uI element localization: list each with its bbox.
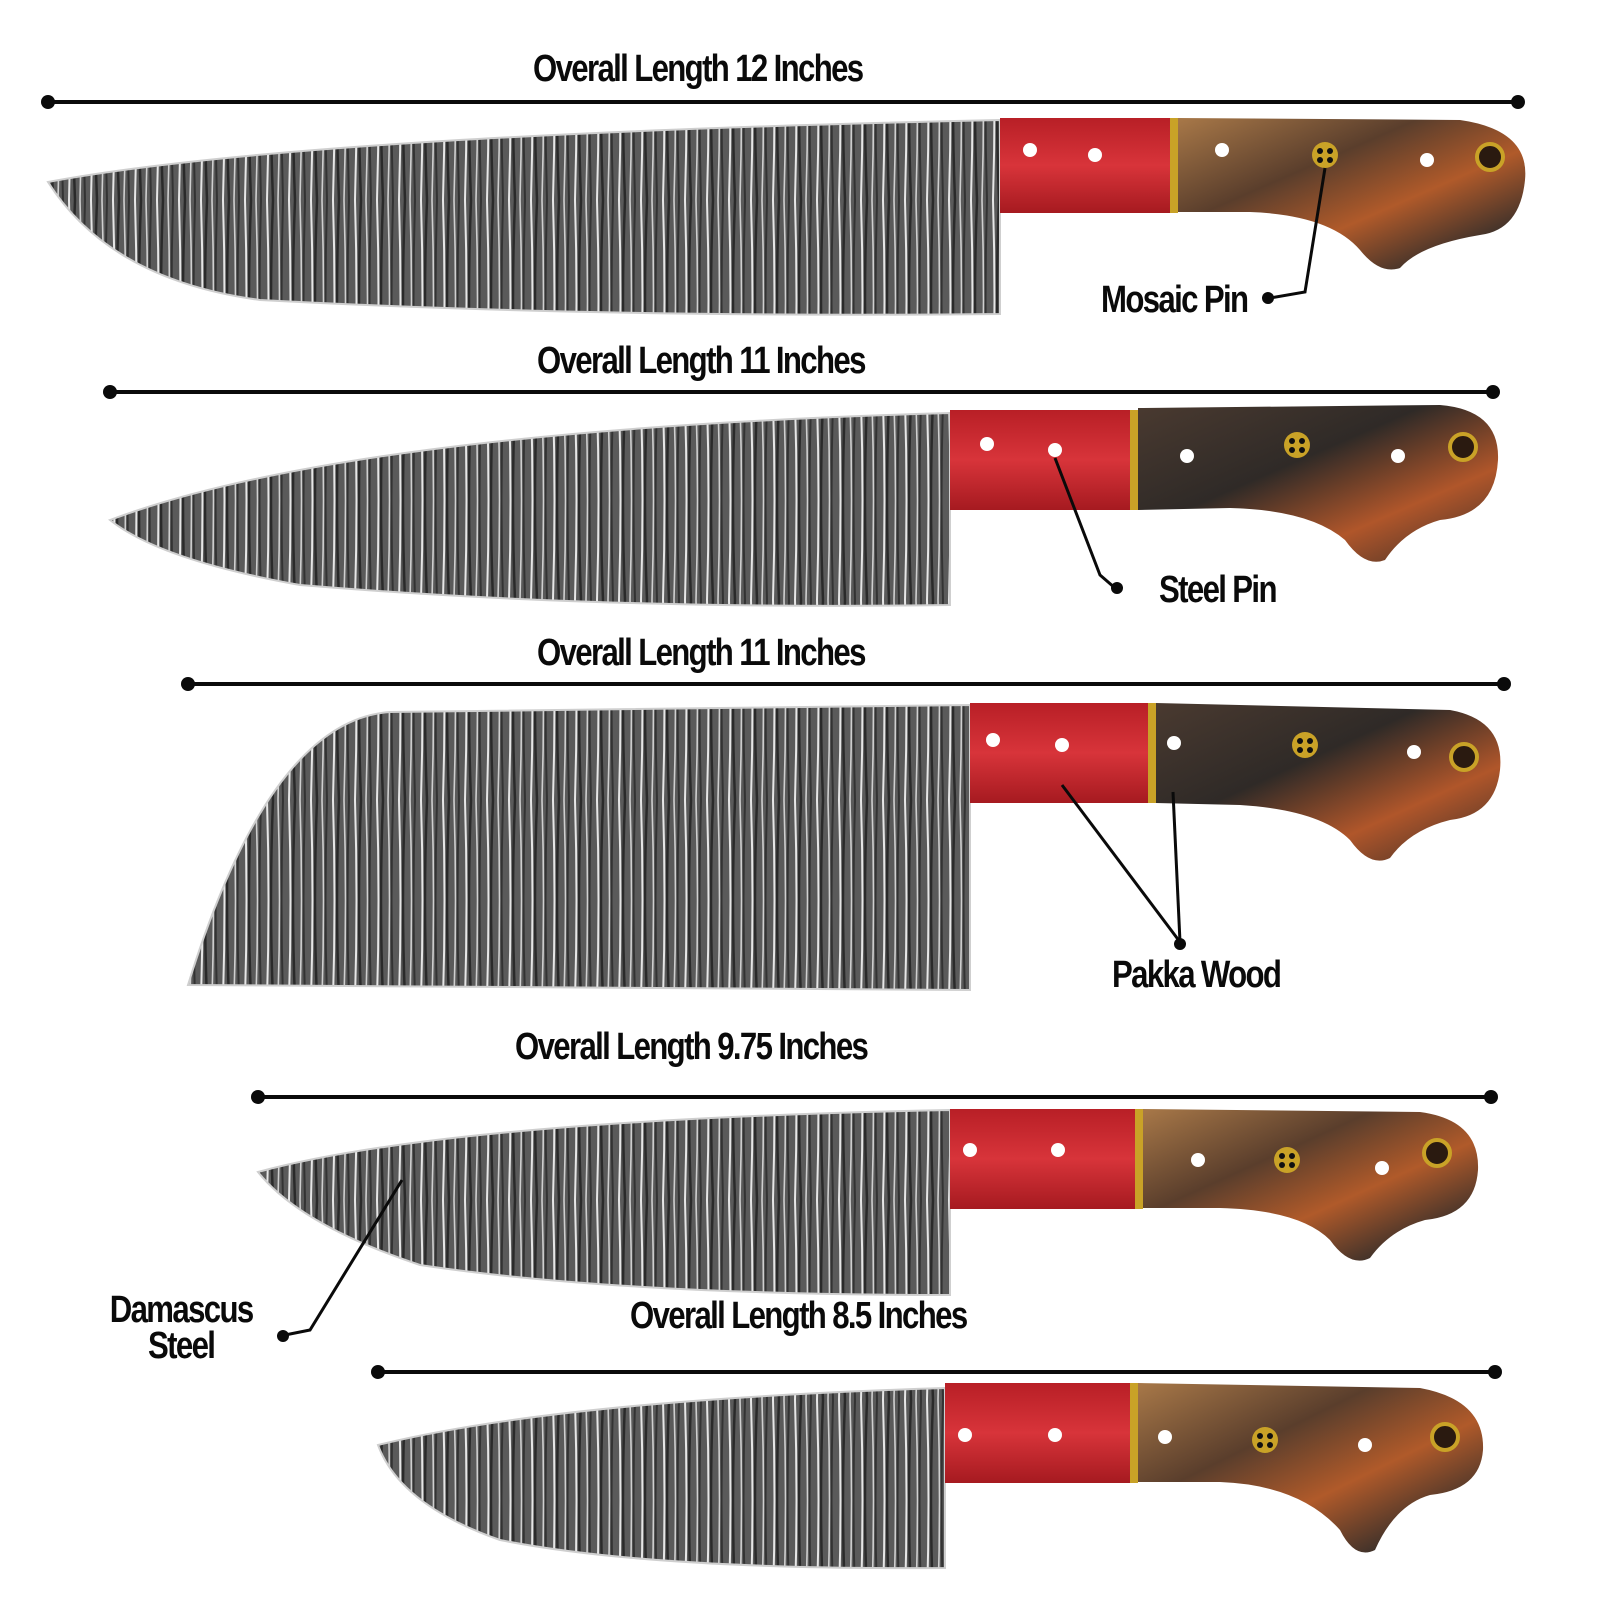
pakka-handle-4 [1143, 1109, 1479, 1261]
callout-damascus-line1: Damascus [109, 1289, 254, 1331]
callout-pakka-wood: Pakka Wood [1112, 954, 1282, 996]
dimension-line-5 [371, 1365, 1502, 1379]
knife-5 [371, 1365, 1502, 1570]
red-bolster-5 [945, 1383, 1130, 1483]
pakka-handle-3 [1156, 703, 1501, 861]
dimension-line-1 [41, 95, 1525, 109]
red-bolster-1 [1000, 118, 1170, 213]
knife-1 [41, 95, 1526, 316]
length-label-knife-4: Overall Length 9.75 Inches [515, 1026, 869, 1068]
knife-3 [181, 677, 1511, 992]
mosaic-pin-icon [1312, 142, 1338, 168]
dimension-line-4 [251, 1090, 1498, 1104]
damascus-blade-2 [107, 411, 951, 607]
red-bolster-3 [970, 703, 1148, 803]
length-label-knife-3: Overall Length 11 Inches [537, 632, 866, 674]
pakka-handle-1 [1178, 118, 1526, 270]
callout-steel-pin: Steel Pin [1159, 569, 1277, 611]
pakka-handle-2 [1138, 405, 1499, 562]
damascus-blade-3 [186, 703, 971, 992]
damascus-blade-4 [256, 1108, 951, 1297]
knife-4 [251, 1090, 1498, 1342]
dimension-line-3 [181, 677, 1511, 691]
callout-mosaic-pin: Mosaic Pin [1101, 279, 1249, 321]
length-label-knife-1: Overall Length 12 Inches [533, 48, 864, 90]
red-bolster-4 [950, 1109, 1135, 1209]
damascus-blade-1 [46, 118, 1001, 316]
length-label-knife-2: Overall Length 11 Inches [537, 340, 866, 382]
pakka-handle-5 [1138, 1383, 1484, 1553]
damascus-blade-5 [376, 1386, 946, 1570]
callout-damascus-steel: Damascus Steel [93, 1289, 269, 1368]
knife-2 [103, 385, 1500, 607]
dimension-line-2 [103, 385, 1500, 399]
length-label-knife-5: Overall Length 8.5 Inches [630, 1295, 968, 1337]
red-bolster-2 [950, 410, 1130, 510]
callout-damascus-line2: Steel [148, 1325, 216, 1368]
